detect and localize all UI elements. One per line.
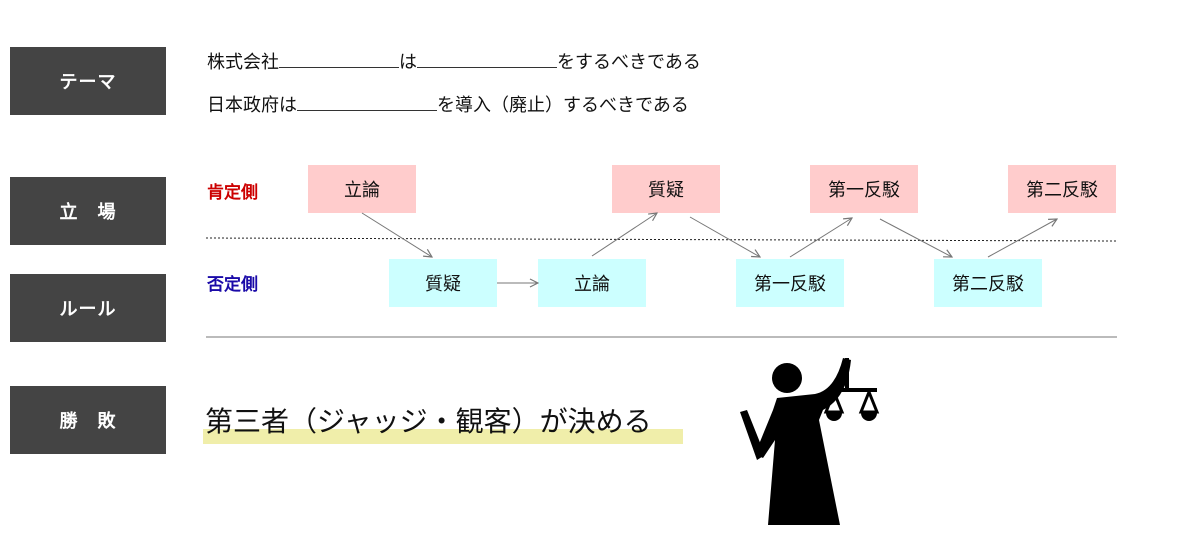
affirmative-label: 肯定側	[207, 183, 258, 203]
theme-text: をするべきである	[557, 52, 701, 73]
negative-step: 質疑	[389, 259, 497, 307]
theme-text: 株式会社	[207, 52, 279, 73]
negative-step: 第一反駁	[736, 259, 844, 307]
affirmative-step: 第一反駁	[810, 165, 918, 213]
blank	[279, 49, 399, 68]
theme-text: 日本政府は	[207, 95, 297, 116]
highlight	[203, 429, 683, 444]
label-outcome: 勝 敗	[10, 386, 166, 454]
blank	[297, 92, 437, 111]
outcome-text: 第三者（ジャッジ・観客）が決める	[205, 405, 652, 438]
label-rules: ルール	[10, 274, 166, 342]
negative-label: 否定側	[207, 275, 258, 295]
divider-dotted	[205, 237, 1118, 242]
lady-justice-icon	[740, 358, 880, 525]
blank	[417, 49, 557, 68]
theme-text: は	[399, 52, 417, 73]
theme-line-2: 日本政府は を導入（廃止）するべきである	[207, 91, 689, 117]
negative-step: 第二反駁	[934, 259, 1042, 307]
negative-step: 立論	[538, 259, 646, 307]
label-theme: テーマ	[10, 47, 166, 115]
affirmative-step: 第二反駁	[1008, 165, 1116, 213]
theme-line-1: 株式会社 は をするべきである	[207, 48, 701, 74]
affirmative-step: 立論	[308, 165, 416, 213]
theme-text: を導入（廃止）するべきである	[437, 95, 689, 116]
affirmative-step: 質疑	[612, 165, 720, 213]
label-stance: 立 場	[10, 177, 166, 245]
